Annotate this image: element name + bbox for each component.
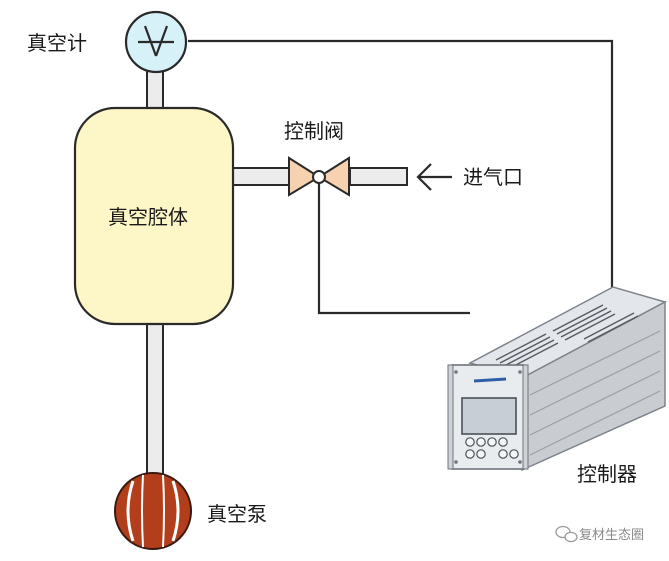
valve-to-inlet-pipe bbox=[349, 167, 408, 186]
watermark-text: 复材生态圈 bbox=[579, 528, 645, 543]
gauge-to-controller-wire bbox=[188, 39, 614, 288]
valve-to-controller-wire bbox=[317, 180, 470, 315]
wechat-icon bbox=[555, 525, 578, 543]
controller-device-icon bbox=[447, 286, 667, 472]
gauge-symbol-icon bbox=[124, 10, 188, 74]
control-valve-label: 控制阀 bbox=[284, 119, 344, 143]
inlet-arrow-icon bbox=[416, 163, 452, 191]
gas-inlet-label: 进气口 bbox=[463, 165, 523, 189]
vacuum-chamber bbox=[73, 106, 235, 326]
chamber-to-valve-pipe bbox=[225, 167, 291, 186]
chamber-label: 真空腔体 bbox=[108, 205, 188, 229]
valve-icon bbox=[288, 156, 350, 197]
pump-icon bbox=[114, 472, 192, 550]
vacuum-gauge-label: 真空计 bbox=[27, 31, 87, 55]
controller-label: 控制器 bbox=[577, 462, 637, 486]
pump-pipe bbox=[146, 321, 164, 483]
vacuum-pump-label: 真空泵 bbox=[207, 502, 267, 526]
